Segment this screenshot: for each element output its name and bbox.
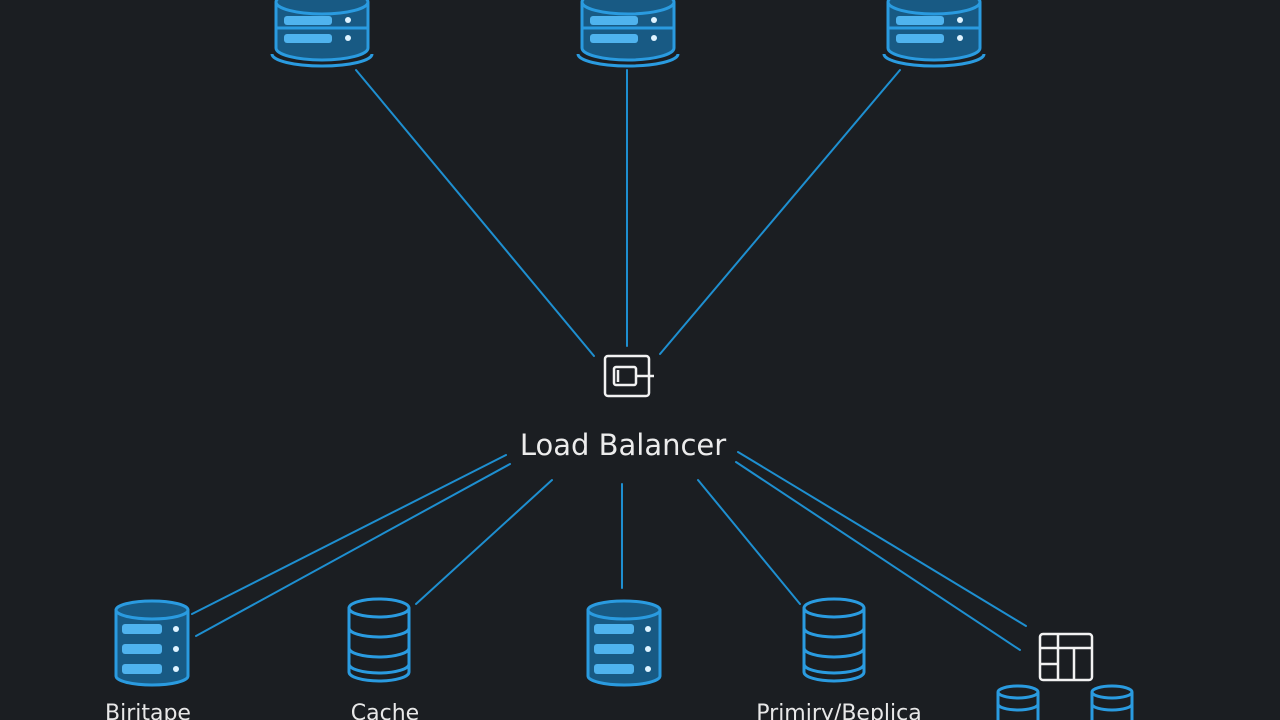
- edge-top-right: [659, 69, 901, 355]
- edge-cache: [415, 479, 553, 605]
- edge-cluster-a: [737, 451, 1027, 627]
- storage-label: Biritape: [105, 701, 191, 720]
- top-center-database-server-icon[interactable]: [576, 0, 680, 68]
- top-right-database-server-icon[interactable]: [882, 0, 986, 68]
- router-icon[interactable]: [603, 354, 654, 398]
- edge-cluster-b: [735, 461, 1021, 651]
- cluster-database-icon-left[interactable]: [996, 684, 1040, 720]
- storage-database-server-icon[interactable]: [114, 599, 190, 687]
- middle-database-server-icon[interactable]: [586, 599, 662, 687]
- top-left-database-server-icon[interactable]: [270, 0, 374, 68]
- cache-label: Cache: [351, 701, 419, 720]
- edge-storage-b: [195, 463, 511, 637]
- primary-replica-database-icon[interactable]: [802, 597, 866, 683]
- edge-storage-a: [191, 454, 507, 615]
- edge-top-left: [355, 69, 595, 357]
- cluster-switch-icon[interactable]: [1038, 632, 1094, 682]
- center-node-label: Load Balancer: [520, 428, 726, 462]
- primary-replica-label: Primiry/Beplica: [756, 701, 921, 720]
- cache-database-icon[interactable]: [347, 597, 411, 683]
- cluster-database-icon-right[interactable]: [1090, 684, 1134, 720]
- edge-primary-replica: [697, 479, 801, 605]
